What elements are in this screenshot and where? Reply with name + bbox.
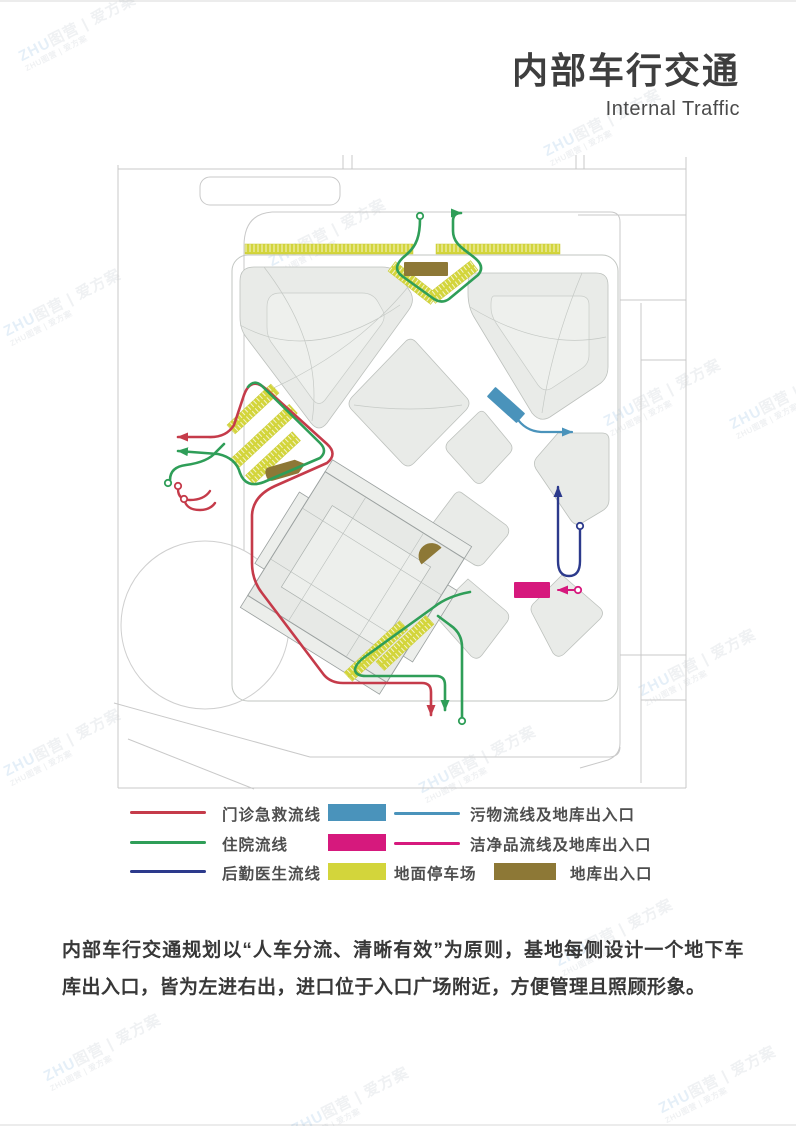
route-endpoint bbox=[415, 211, 425, 221]
route-inpatient-terminal bbox=[436, 614, 464, 720]
site-plan bbox=[113, 155, 687, 790]
route-emergency-curl bbox=[183, 500, 217, 512]
road-line bbox=[117, 155, 687, 789]
route-emergency bbox=[176, 382, 436, 717]
route-logistics bbox=[553, 485, 582, 578]
parcel-inner bbox=[266, 292, 385, 404]
legend-label-inpatient: 住院流线 bbox=[222, 837, 289, 854]
route-endpoint bbox=[163, 478, 173, 488]
legend-label-garage: 地库出入口 bbox=[570, 866, 653, 883]
waste-ramp bbox=[487, 387, 525, 423]
route-endpoint bbox=[457, 716, 467, 726]
legend-swatch-parking bbox=[328, 863, 386, 880]
route-endpoint bbox=[173, 481, 183, 491]
parking-strip bbox=[244, 243, 414, 255]
legend-swatch-inpatient bbox=[130, 841, 206, 844]
legend-label-parking: 地面停车场 bbox=[394, 866, 477, 883]
top-edge-line bbox=[0, 0, 796, 2]
legend-swatch-clean-box bbox=[328, 834, 386, 851]
route-inpatient-top bbox=[395, 208, 483, 303]
legend-label-logistics: 后勤医生流线 bbox=[222, 866, 322, 883]
parcel-path bbox=[353, 404, 463, 410]
legend-swatch-garage bbox=[494, 863, 556, 880]
parcel bbox=[445, 410, 513, 484]
bottom-edge-line bbox=[0, 1124, 796, 1126]
parking-strip bbox=[435, 243, 561, 255]
clean-supply-ramp bbox=[514, 582, 550, 598]
route-waste bbox=[514, 415, 574, 437]
route-inpatient-left bbox=[170, 381, 326, 486]
route-endpoint bbox=[573, 585, 583, 595]
route-endpoint bbox=[179, 494, 189, 504]
route-inpatient-bottom bbox=[353, 590, 472, 712]
parcel-path bbox=[239, 266, 409, 422]
legend-label-emergency: 门诊急救流线 bbox=[222, 807, 322, 824]
road-line bbox=[113, 211, 686, 790]
legend-swatch-emergency bbox=[130, 811, 206, 814]
route-emergency-curl bbox=[176, 487, 212, 502]
garage-entrance bbox=[404, 262, 448, 276]
parcel bbox=[534, 432, 610, 525]
page-title: 内部车行交通 bbox=[511, 50, 740, 91]
page-subtitle: Internal Traffic bbox=[605, 98, 740, 121]
legend-swatch-waste-box bbox=[328, 804, 386, 821]
road-block bbox=[199, 176, 341, 206]
legend-label-waste: 污物流线及地库出入口 bbox=[470, 807, 636, 824]
title-block: 内部车行交通 Internal Traffic bbox=[512, 50, 740, 121]
legend-swatch-logistics bbox=[130, 870, 206, 873]
legend-swatch-clean-line bbox=[394, 842, 460, 845]
legend-label-clean: 洁净品流线及地库出入口 bbox=[470, 837, 652, 854]
legend-swatch-waste-line bbox=[394, 812, 460, 815]
route-endpoint bbox=[575, 521, 585, 531]
description-paragraph: 内部车行交通规划以“人车分流、清晰有效”为原则，基地每侧设计一个地下车库出入口，… bbox=[62, 940, 744, 998]
parcel-path bbox=[469, 272, 607, 414]
